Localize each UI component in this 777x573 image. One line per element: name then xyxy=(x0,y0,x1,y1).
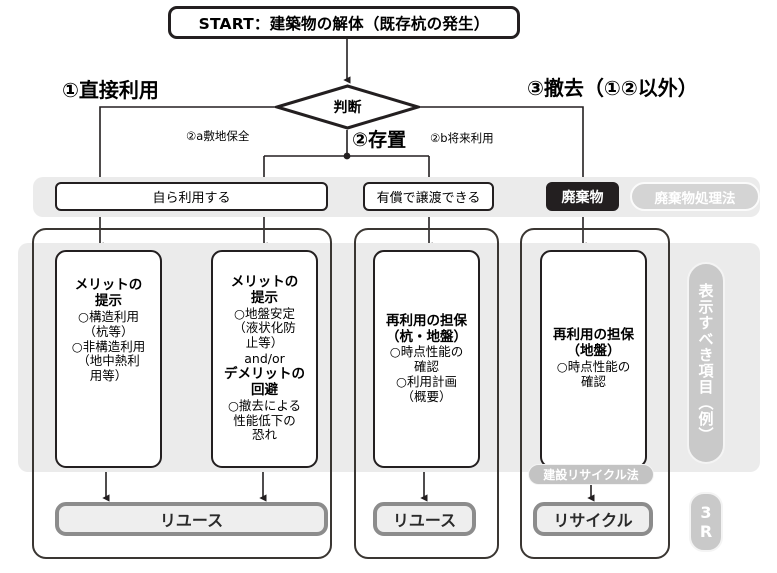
card-line: 確認 xyxy=(580,373,606,389)
branch-label-site-preservation: ②a敷地保全 xyxy=(186,129,250,143)
branch-label-future-use: ②b将来利用 xyxy=(430,131,494,145)
card-line: ○地盤安定 xyxy=(234,305,295,321)
card-title-secondary: デメリットの 回避 xyxy=(224,366,305,399)
status-self-use: 自ら利用する xyxy=(55,182,328,211)
card-line: ○利用計画 xyxy=(396,373,457,389)
decision-label: 判断 xyxy=(333,100,362,116)
branch-label-storage: ②存置 xyxy=(352,129,407,151)
card-merit-demerit-ground: メリットの 提示 ○地盤安定 （液状化防 止等） and/or デメリットの 回… xyxy=(211,250,318,468)
card-line: 止等） xyxy=(245,335,284,351)
card-line: （杭等） xyxy=(83,323,134,339)
card-line: （液状化防 xyxy=(233,320,296,336)
column-removal xyxy=(520,228,670,559)
construction-recycling-law-pill: 建設リサイクル法 xyxy=(528,464,654,485)
decision-diamond: 判断 xyxy=(275,84,420,130)
result-reuse-left: リユース xyxy=(55,502,328,536)
card-line: ○時点性能の xyxy=(389,344,464,360)
card-line: ○非構造利用 xyxy=(71,338,146,354)
card-line: 性能低下の xyxy=(233,412,296,428)
display-items-vertical-pill: 表示すべき項目（例） xyxy=(687,262,725,464)
waste-disposal-law-pill: 廃棄物処理法 xyxy=(630,182,760,211)
card-reuse-pile-ground: 再利用の担保 （杭・地盤） ○時点性能の 確認 ○利用計画 （概要） xyxy=(373,250,480,468)
card-line: ○時点性能の xyxy=(556,359,631,375)
card-line: ○撤去による xyxy=(227,397,302,413)
column-storage xyxy=(354,228,499,559)
three-r-vertical-pill: 3R xyxy=(689,492,723,552)
junction-dot xyxy=(343,152,351,160)
card-reuse-ground: 再利用の担保 （地盤） ○時点性能の 確認 xyxy=(540,250,647,468)
result-reuse-mid: リユース xyxy=(373,502,476,536)
card-title: 再利用の担保 （地盤） xyxy=(553,327,634,360)
card-merit-structural: メリットの 提示 ○構造利用 （杭等） ○非構造利用 （地中熱利 用等） xyxy=(55,250,162,468)
status-paid-transfer: 有償で譲渡できる xyxy=(363,182,494,211)
card-line: （地中熱利 xyxy=(77,353,140,369)
start-box: START：建築物の解体（既存杭の発生） xyxy=(168,6,520,39)
status-waste: 廃棄物 xyxy=(546,182,619,211)
card-line: ○構造利用 xyxy=(78,309,139,325)
column-direct-use xyxy=(32,228,332,559)
card-connector-text: and/or xyxy=(244,350,285,366)
card-title: メリットの 提示 xyxy=(230,273,299,306)
result-recycle: リサイクル xyxy=(533,502,653,536)
card-line: （概要） xyxy=(401,388,452,404)
branch-label-direct-use: ①直接利用 xyxy=(62,78,159,102)
card-line: 確認 xyxy=(413,359,439,375)
card-line: 恐れ xyxy=(251,427,277,443)
card-title: メリットの 提示 xyxy=(74,277,143,310)
card-title: 再利用の担保 （杭・地盤） xyxy=(386,312,467,345)
card-line: 用等） xyxy=(89,368,128,384)
branch-label-removal: ③撤去（①②以外） xyxy=(527,76,698,100)
